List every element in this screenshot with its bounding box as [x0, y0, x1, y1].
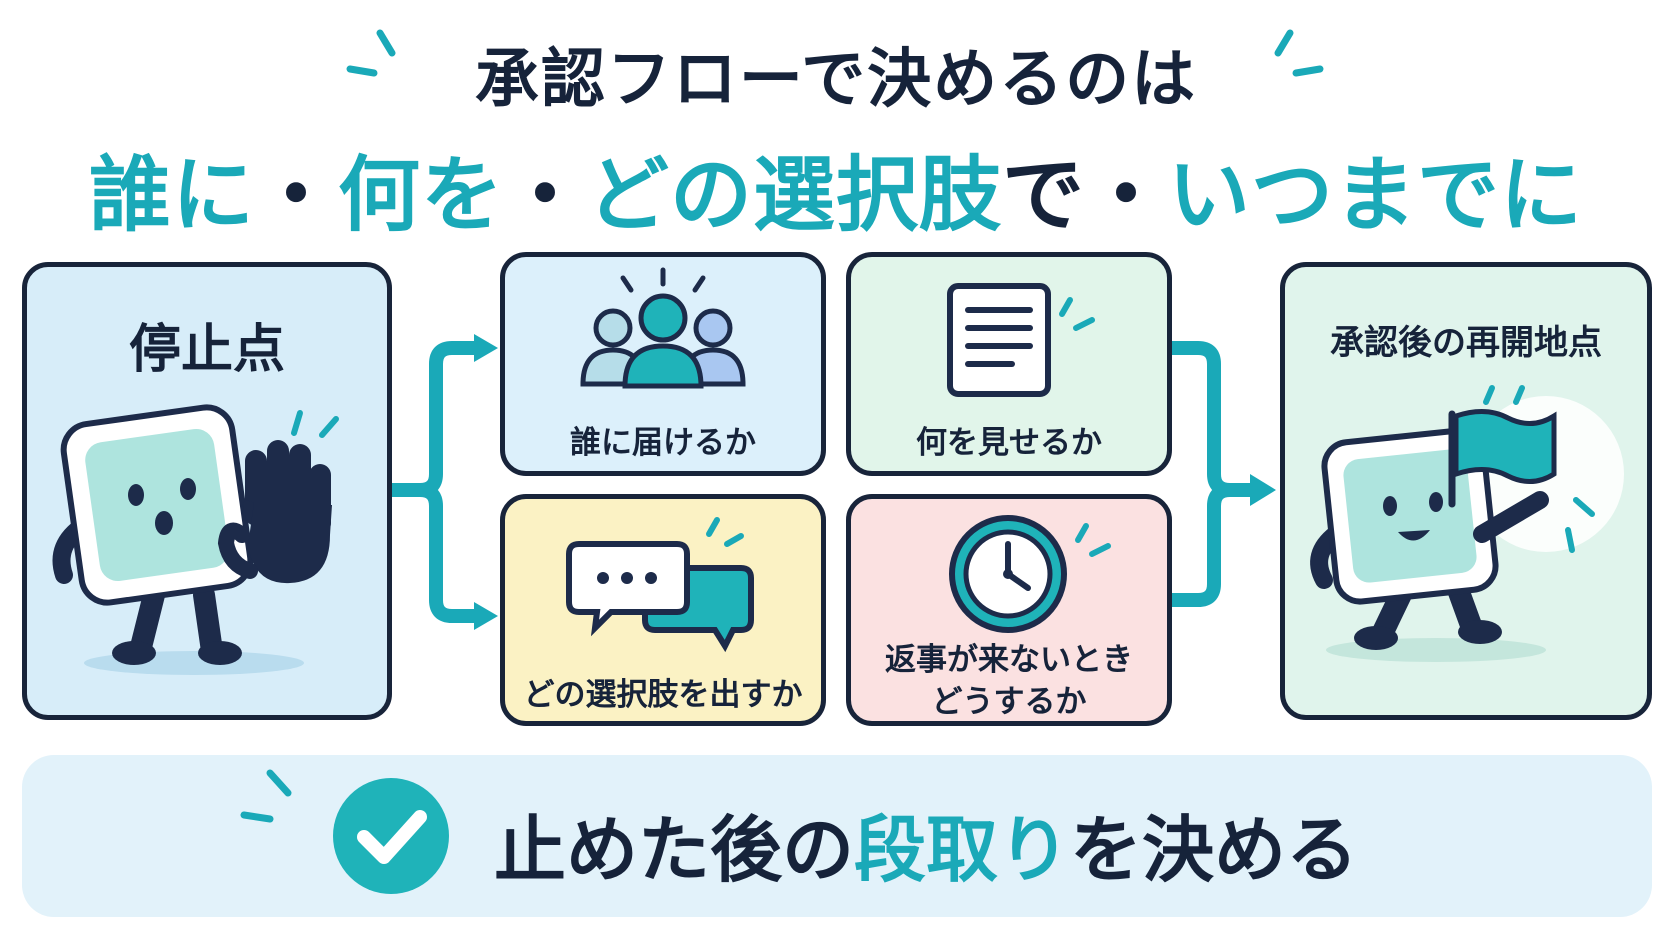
what-label: 何を見せるか — [916, 425, 1102, 461]
flag-icon — [1448, 409, 1557, 508]
title-line-2: 誰に・何を・どの選択肢で・いつまでに — [0, 128, 1672, 247]
resume-character-icon — [1310, 385, 1624, 662]
title-line-1: 承認フローで決めるのは — [474, 43, 1198, 117]
chat-bubbles-icon — [566, 517, 754, 653]
bottom-summary-bar: 止めた後の段取りを決める — [22, 755, 1652, 917]
connector-merge-upper — [1165, 341, 1259, 497]
title-part: いつまでに — [1168, 148, 1584, 243]
hand-stop-icon — [217, 440, 332, 584]
who-label: 誰に届けるか — [570, 425, 756, 461]
bottom-text-accent: 段取り — [854, 808, 1071, 892]
arrow-head-upper — [474, 334, 498, 362]
title-part: ・ — [254, 148, 338, 243]
people-group-icon — [580, 267, 746, 389]
connector-merge-lower — [1165, 483, 1237, 607]
options-label: どの選択肢を出すか — [523, 677, 803, 713]
title-sparkle-right-icon — [1274, 29, 1324, 77]
bottom-text-after: を決める — [1070, 808, 1359, 892]
document-icon — [947, 283, 1095, 397]
stop-character-icon — [52, 404, 339, 675]
connector-stop-branch-lower — [413, 483, 485, 623]
title-part: 誰に — [88, 148, 255, 243]
timeout-label-line-2: どうするか — [931, 684, 1087, 720]
check-circle-icon — [333, 778, 449, 894]
timeout-label: 返事が来ないとき どうするか — [851, 639, 1167, 723]
bottom-sparkle-icon — [240, 769, 292, 823]
stop-point-label: 停止点 — [128, 320, 285, 380]
title-part: ・ — [503, 148, 587, 243]
clock-icon — [949, 515, 1111, 633]
title-part: 何を — [337, 148, 504, 243]
arrow-head-resume — [1250, 474, 1276, 506]
title-sparkle-left-icon — [346, 29, 396, 77]
resume-point-label: 承認後の再開地点 — [1330, 323, 1602, 363]
arrow-head-lower — [474, 602, 498, 630]
title-part: で・ — [1002, 148, 1169, 243]
bottom-text-before: 止めた後の — [494, 808, 855, 892]
title-part: どの選択肢 — [587, 148, 1003, 243]
connector-stop-branch — [385, 341, 485, 497]
timeout-label-line-1: 返事が来ないとき — [885, 642, 1133, 678]
bottom-message: 止めた後の段取りを決める — [494, 791, 1358, 896]
